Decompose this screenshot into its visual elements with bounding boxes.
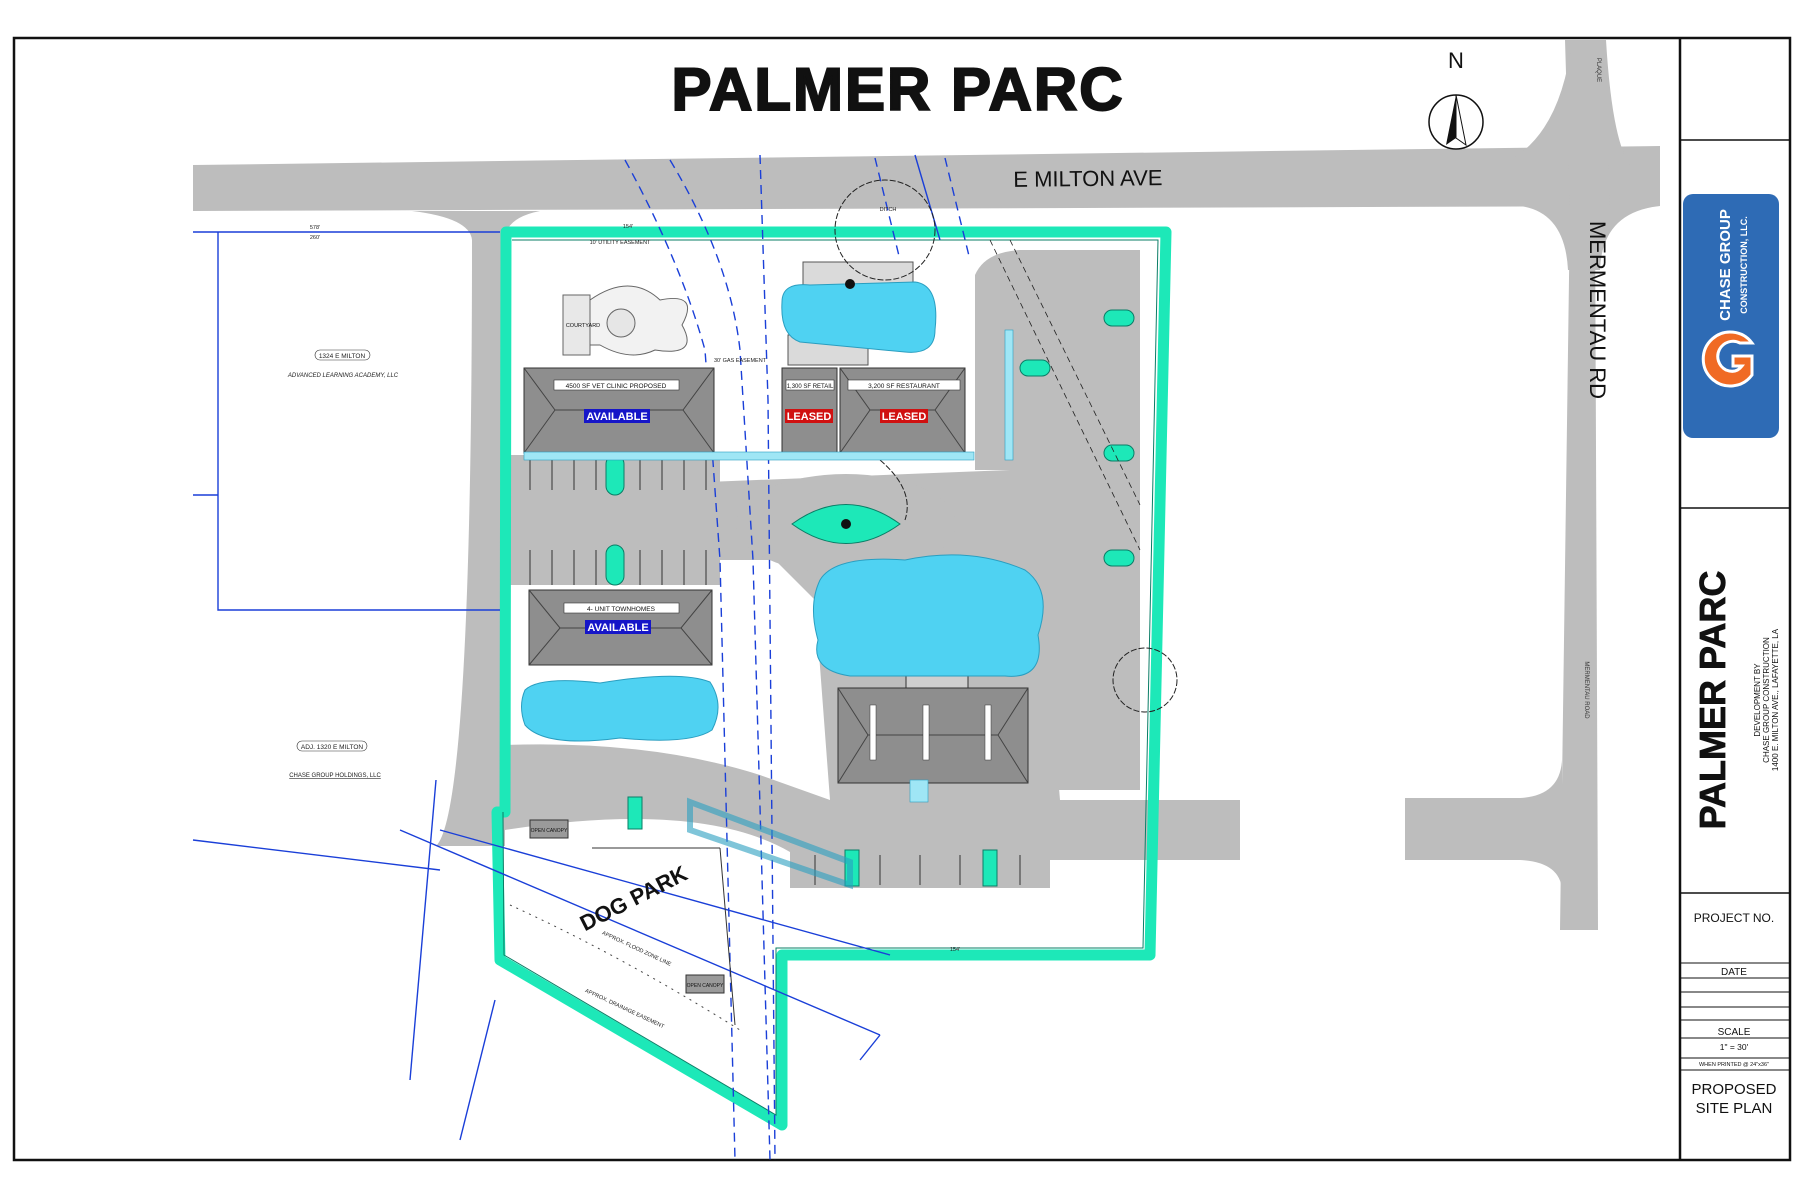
mermentau-road-small-label: MERMENTAU ROAD (1583, 661, 1589, 719)
south-drive (505, 744, 1240, 888)
north-arrow (1428, 94, 1484, 150)
property-lines (192, 231, 891, 1141)
date-label: DATE (1721, 967, 1747, 978)
plaque-label: PLAQUE (1595, 58, 1601, 82)
sheet-title: PALMER PARC (671, 56, 1124, 123)
restaurant-leased-badge (880, 409, 928, 423)
sheet-title-line-1: PROPOSED (1691, 1081, 1776, 1098)
north-parcel-owner: ADVANCED LEARNING ACADEMY, LLC (287, 373, 399, 379)
open-canopy-1 (529, 819, 569, 839)
sheet-title-line-2: SITE PLAN (1696, 1100, 1773, 1117)
cross-road-flare (1520, 760, 1562, 890)
south-parcel-address: ADJ. 1320 E MILTON (301, 744, 364, 751)
trees (834, 179, 1178, 713)
vet-clinic-label: 4500 SF VET CLINIC PROPOSED (566, 383, 667, 390)
logo-g-mark (1701, 330, 1755, 388)
left-dimension-a: 578' (310, 225, 320, 231)
courtyard (562, 285, 688, 356)
dog-park (529, 819, 736, 1026)
developer-line-1: DEVELOPMENT BY (1753, 663, 1762, 737)
townhomes-available-badge (585, 620, 651, 634)
project-title-vertical: PALMER PARC (1692, 571, 1733, 830)
retail-leased-badge (785, 409, 833, 423)
scale-value: 1" = 30' (1720, 1042, 1749, 1052)
logo-line-2: CONSTRUCTION, LLC. (1739, 216, 1749, 314)
courtyard-label: COURTYARD (566, 323, 600, 329)
townhomes-available-text: AVAILABLE (587, 622, 648, 634)
printed-note: WHEN PRINTED @ 24"x36" (1699, 1062, 1769, 1068)
townhomes-label: 4- UNIT TOWNHOMES (587, 606, 656, 613)
retail-leased-text: LEASED (787, 411, 832, 423)
canopy-1-label: OPEN CANOPY (531, 828, 568, 834)
retail-label: 1,300 SF RETAIL (787, 384, 834, 390)
left-dimension-b: 260' (310, 235, 320, 241)
ditch-label: DITCH (880, 207, 897, 213)
north-label: N (1448, 48, 1464, 73)
mermentau-curve (1500, 40, 1630, 165)
restaurant-label: 3,200 SF RESTAURANT (868, 383, 940, 390)
north-tree-dot (845, 279, 855, 289)
mermentau-curve-lower (1520, 206, 1660, 270)
project-no-label: PROJECT NO. (1694, 911, 1774, 925)
logo-line-1: CHASE GROUP (1717, 209, 1734, 321)
gas-easement-label: 30' GAS EASEMENT (714, 358, 767, 364)
canopy-2-label: OPEN CANOPY (687, 983, 724, 989)
southwest-pond (521, 675, 719, 742)
west-driveway (412, 211, 540, 846)
diagonal-dashed-lines (989, 239, 1141, 551)
e-milton-ave-road (193, 146, 1660, 211)
vet-available-text: AVAILABLE (586, 411, 647, 423)
parking-stalls (529, 455, 1021, 885)
developer-line-3: 1400 E. MILTON AVE., LAFAYETTE, LA (1771, 628, 1780, 771)
mermentau-rd-label: MERMENTAU RD (1585, 221, 1610, 399)
central-pond (813, 554, 1044, 677)
e-milton-ave-label: E MILTON AVE (1013, 165, 1162, 192)
gas-easement-lines (624, 154, 971, 1161)
open-canopy-2 (685, 974, 725, 994)
walkways (523, 329, 1014, 890)
title-block: CHASE GROUP CONSTRUCTION, LLC. PALMER PA… (1678, 38, 1790, 1160)
island-tree-dot (841, 519, 851, 529)
scale-label: SCALE (1718, 1027, 1751, 1038)
company-logo (1683, 194, 1779, 438)
north-pond (781, 281, 937, 353)
north-parcel-address: 1324 E MILTON (319, 353, 366, 360)
utility-easement-label: 10' UTILITY EASEMENT (590, 240, 651, 246)
developer-line-2: CHASE GROUP CONSTRUCTION (1762, 637, 1771, 763)
roads (193, 40, 1660, 930)
restaurant-leased-text: LEASED (882, 411, 927, 423)
bottom-dimension: 154' (950, 947, 960, 953)
south-parcel-owner: CHASE GROUP HOLDINGS, LLC (289, 773, 381, 779)
top-dimension: 154' (623, 224, 633, 230)
site-boundary (491, 226, 1172, 1131)
site-boundary-inner (502, 239, 1159, 1116)
ponds (521, 281, 1044, 742)
vet-available-badge (584, 409, 650, 423)
